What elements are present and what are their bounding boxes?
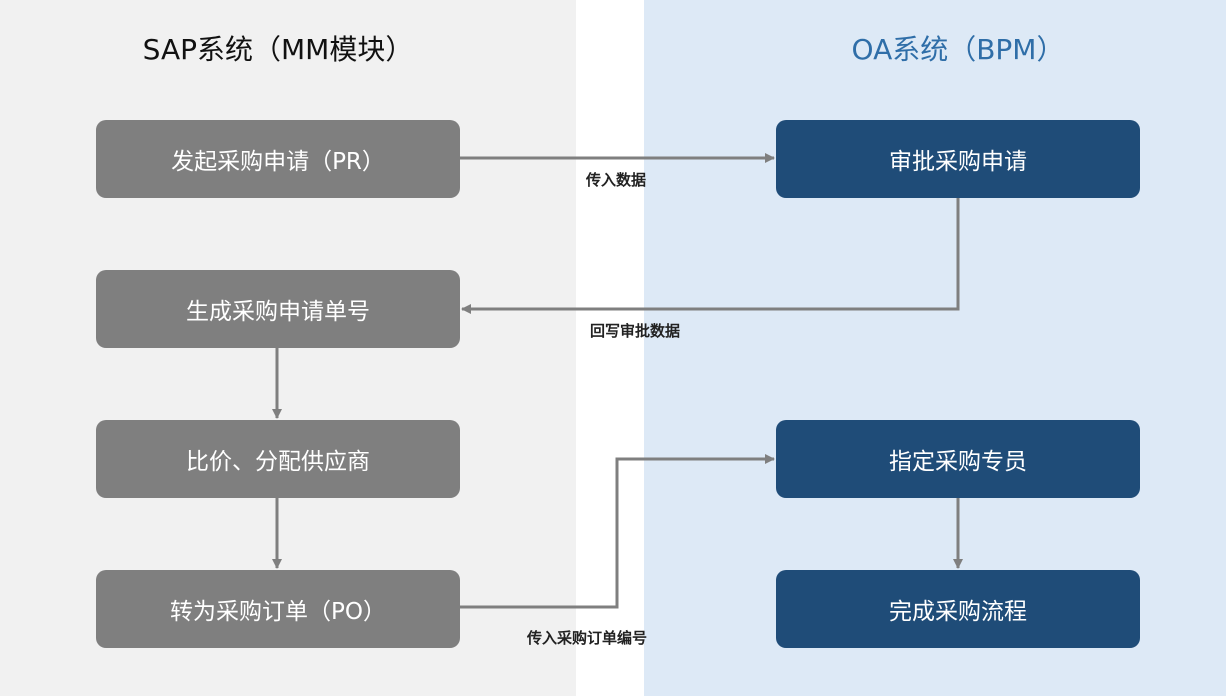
arrow-pass-po-number — [460, 454, 775, 609]
edge-label-write-back: 回写审批数据 — [590, 322, 681, 340]
sap-panel-title: SAP系统（MM模块） — [142, 33, 414, 66]
node-approve-request: 审批采购申请 — [776, 120, 1140, 198]
edge-label-pass-data: 传入数据 — [586, 171, 647, 189]
node-initiate-pr: 发起采购申请（PR） — [96, 120, 460, 198]
node-compare-assign-supplier: 比价、分配供应商 — [96, 420, 460, 498]
oa-panel-title: OA系统（BPM） — [851, 33, 1065, 66]
node-convert-to-po: 转为采购订单（PO） — [96, 570, 460, 648]
node-complete-process: 完成采购流程 — [776, 570, 1140, 648]
arrow-write-back — [461, 198, 960, 314]
edge-label-pass-po-number: 传入采购订单编号 — [527, 629, 648, 647]
node-generate-pr-number: 生成采购申请单号 — [96, 270, 460, 348]
node-assign-buyer: 指定采购专员 — [776, 420, 1140, 498]
